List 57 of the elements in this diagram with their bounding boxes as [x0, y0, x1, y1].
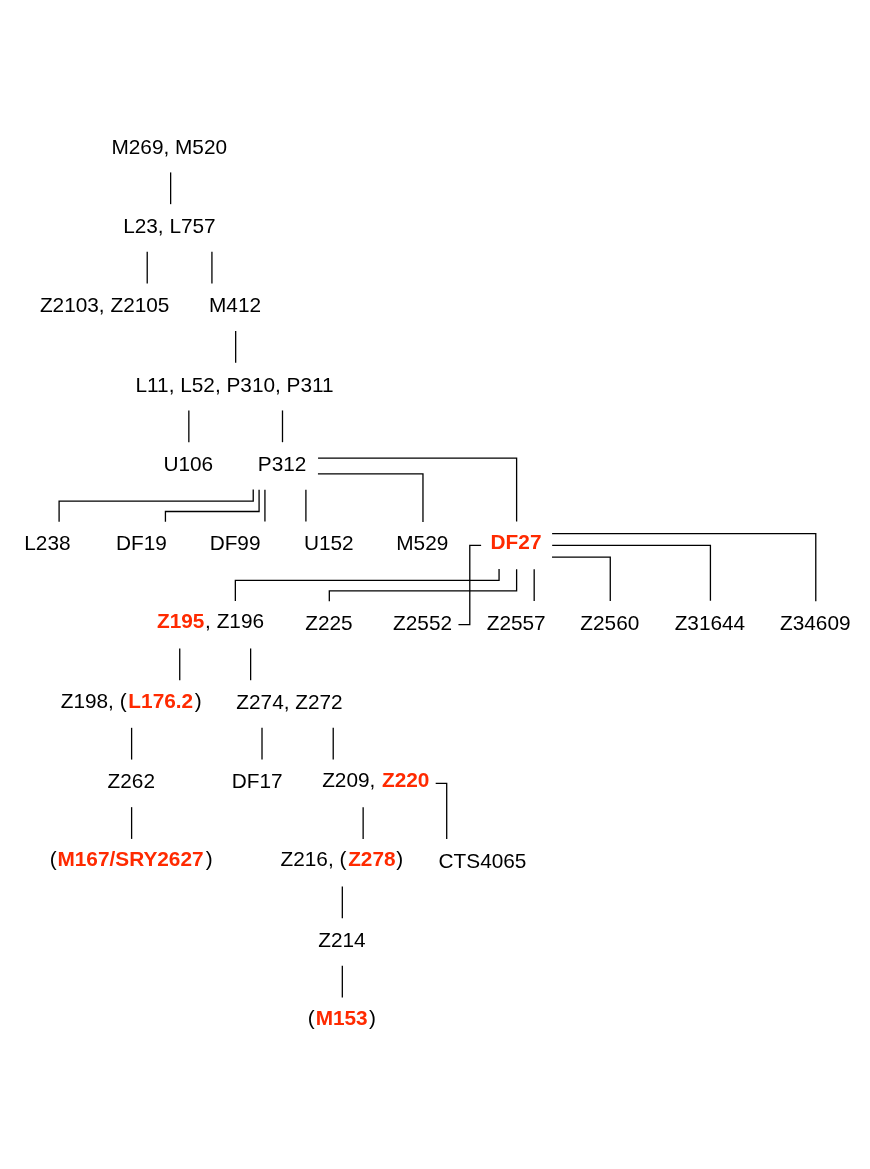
node-text: L11, L52, P310, P311 — [135, 372, 334, 396]
connector — [332, 726, 334, 760]
node-text: Z2557 — [486, 610, 546, 634]
node-text: Z262 — [107, 768, 155, 792]
connector — [235, 329, 237, 363]
node-text: DF99 — [209, 530, 261, 554]
connector — [58, 488, 254, 522]
node-text: Z2560 — [580, 610, 640, 634]
connector — [250, 647, 252, 681]
connector — [317, 457, 518, 522]
connector — [130, 806, 133, 840]
connector — [146, 250, 148, 284]
connector — [551, 544, 712, 601]
node-text: U152 — [303, 530, 354, 554]
connector — [341, 885, 343, 919]
node-text: Z198, (L176.2) — [60, 688, 202, 712]
connector — [188, 409, 190, 443]
node-text: CTS4065 — [438, 848, 527, 872]
connector — [170, 171, 172, 205]
node-text: Z2552 — [393, 610, 453, 634]
connector — [211, 250, 213, 284]
node-text: M412 — [209, 292, 262, 316]
connector — [130, 726, 133, 760]
node-text: P312 — [257, 451, 307, 475]
connector — [341, 964, 343, 998]
node-text: Z195, Z196 — [156, 608, 265, 632]
node-text: (M153) — [307, 1005, 376, 1029]
node-text: DF19 — [116, 530, 167, 554]
connector — [264, 488, 266, 522]
node-text: M529 — [396, 530, 449, 554]
node-text: Z2103, Z2105 — [39, 292, 170, 316]
node-text: Z225 — [305, 610, 353, 634]
node-text: L23, L757 — [123, 213, 216, 237]
connector — [362, 806, 364, 840]
connector — [551, 532, 817, 602]
node-text: Z34609 — [780, 610, 851, 634]
node-text: DF27 — [490, 529, 542, 553]
connector — [551, 555, 611, 602]
connector — [317, 472, 424, 523]
node-text: Z214 — [318, 927, 366, 951]
node-text: DF17 — [231, 768, 283, 792]
node-text: (M167/SRY2627) — [49, 846, 213, 870]
connector — [281, 409, 284, 443]
connector — [328, 568, 518, 602]
connector — [533, 568, 535, 602]
node-text: Z31644 — [674, 610, 746, 634]
node-text: Z274, Z272 — [236, 689, 343, 713]
node-text: L238 — [24, 530, 71, 554]
connector — [179, 647, 181, 681]
node-text: Z209, Z220 — [322, 767, 430, 791]
connector — [234, 567, 500, 602]
node-text: U106 — [163, 451, 214, 475]
connector — [164, 488, 260, 522]
node-text: M269, M520 — [111, 134, 228, 158]
connector — [305, 488, 307, 522]
connector — [261, 726, 263, 760]
node-text: Z216, (Z278) — [280, 846, 404, 870]
